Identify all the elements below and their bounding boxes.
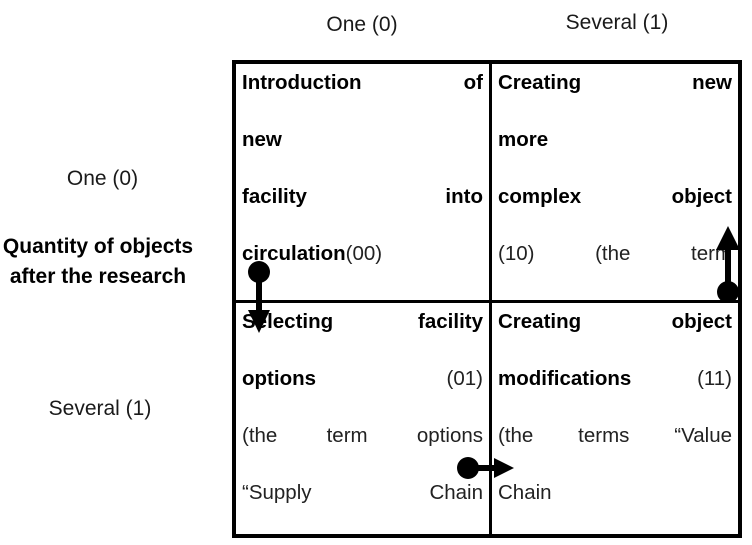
cell-00-code: (00) xyxy=(345,242,383,265)
column-header-several: Several (1) xyxy=(565,11,669,34)
matrix-cell-11: Creating object modifications (11) (the … xyxy=(492,303,738,534)
row-header-one: One (0) xyxy=(66,167,139,190)
cell-10-title-line-1: Creating new xyxy=(498,71,732,94)
matrix-cell-01: Selecting facility options (01) (the ter… xyxy=(236,303,492,534)
cell-11-title-line-2: modifications xyxy=(498,367,632,390)
cell-01-note-line-2: “Supply Chain xyxy=(242,481,483,504)
cell-11-code: (11) xyxy=(697,367,732,390)
matrix-cell-00: Introduction of new facility into circul… xyxy=(236,64,492,303)
matrix-cell-10: Creating new more complex object (10) (t… xyxy=(492,64,738,303)
cell-00-title-line-3: facility into xyxy=(242,185,483,208)
cell-00-title-line-4: circulation xyxy=(242,242,346,265)
cell-11-note-line-2: Chain xyxy=(498,481,552,504)
cell-01-title-line-1: Selecting facility xyxy=(242,310,483,333)
cell-00-note-line-1: (the term “Supply xyxy=(242,299,483,300)
cell-10-note-line-2: “Chain xyxy=(498,299,558,300)
cell-10-title-line-2: more xyxy=(498,128,549,151)
column-header-one: One (0) xyxy=(326,13,398,36)
cell-01-code: (01) xyxy=(446,367,483,390)
cell-01-note-line-1: (the term options xyxy=(242,424,483,447)
cell-10-note-line-1: (10) (the term xyxy=(498,242,732,265)
cell-10-title-line-3: complex object xyxy=(498,185,732,208)
cell-11-title-line-1: Creating object xyxy=(498,310,732,333)
quadrant-matrix: Introduction of new facility into circul… xyxy=(232,60,742,538)
cell-00-title-line-2: new xyxy=(242,128,282,151)
row-axis-title: Quantity of objects after the research xyxy=(2,235,194,288)
cell-11-note-line-1: (the terms “Value xyxy=(498,424,732,447)
cell-01-title-line-2: options xyxy=(242,367,317,390)
cell-00-title-line-1: Introduction of xyxy=(242,71,483,94)
row-header-several: Several (1) xyxy=(48,397,152,420)
